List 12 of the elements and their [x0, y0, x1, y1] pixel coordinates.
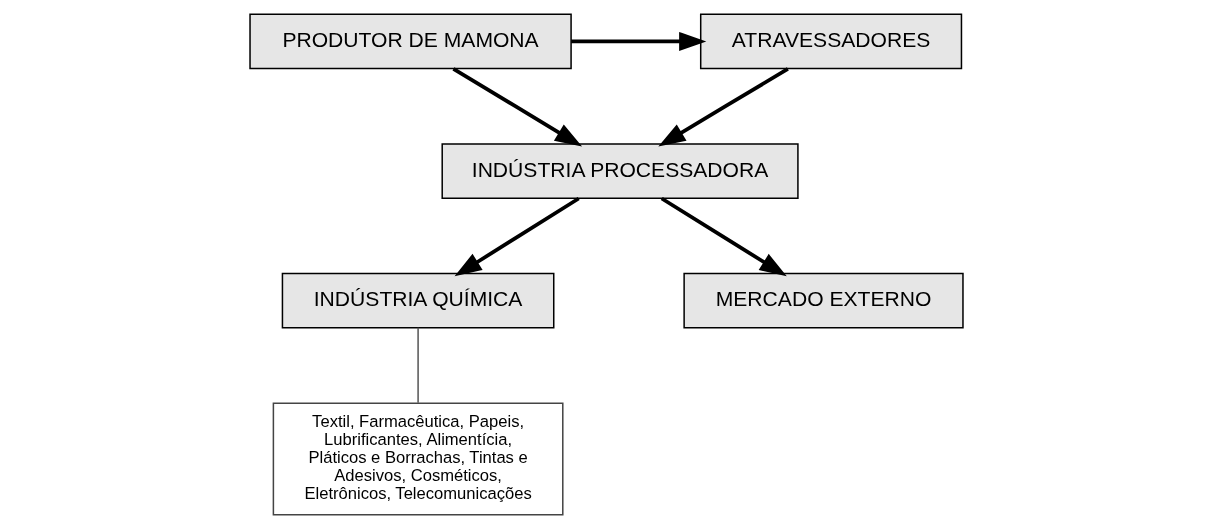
node-box: ATRAVESSADORES	[699, 13, 963, 70]
node-box: Textil, Farmacêutica, Papeis, Lubrificantes, Alimentícia, Pláticos e Borrachas, Tintas e Adesivos, Cosméticos, Eletrônicos, Telecomunicações	[272, 402, 564, 516]
arrow	[452, 67, 583, 147]
connector	[417, 327, 419, 404]
node-box: PRODUTOR DE MAMONA	[249, 13, 572, 70]
node-box: INDÚSTRIA QUÍMICA	[281, 272, 555, 329]
arrow	[658, 67, 789, 147]
arrow	[571, 31, 707, 51]
arrow	[660, 196, 787, 277]
node-box: MERCADO EXTERNO	[683, 272, 964, 329]
node-box: INDÚSTRIA PROCESSADORA	[441, 143, 799, 199]
arrow	[454, 196, 580, 277]
